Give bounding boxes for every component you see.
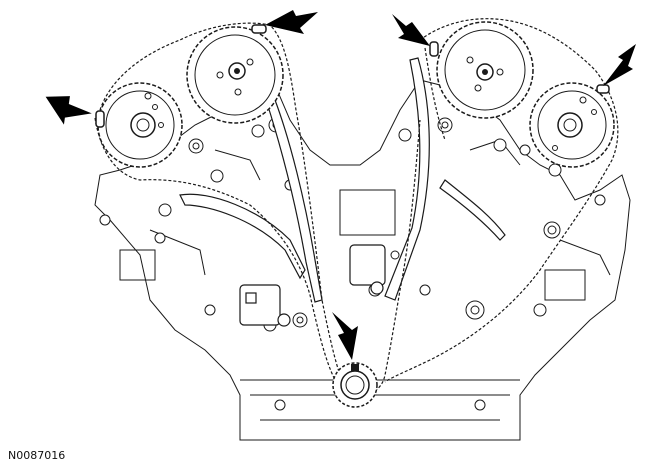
timing-mark-arrow-left-outer-cam [45, 96, 92, 125]
tensioners [239, 244, 386, 327]
right-outer-camshaft-sprocket [529, 82, 615, 168]
left-inner-camshaft-sprocket [186, 24, 284, 124]
timing-mark-arrow-crankshaft [332, 312, 358, 360]
pointer-arrows [45, 10, 636, 360]
timing-mark-arrow-left-inner-cam [265, 10, 318, 34]
figure-id-label: N0087016 [8, 449, 66, 462]
left-outer-camshaft-sprocket [95, 82, 183, 168]
timing-mark-arrow-right-inner-cam [392, 14, 430, 46]
timing-chains [94, 18, 619, 395]
chain-guides [179, 57, 506, 303]
timing-mark-arrow-right-outer-cam [603, 44, 636, 86]
crankshaft-sprocket [332, 362, 378, 408]
right-inner-camshaft-sprocket [429, 21, 534, 119]
